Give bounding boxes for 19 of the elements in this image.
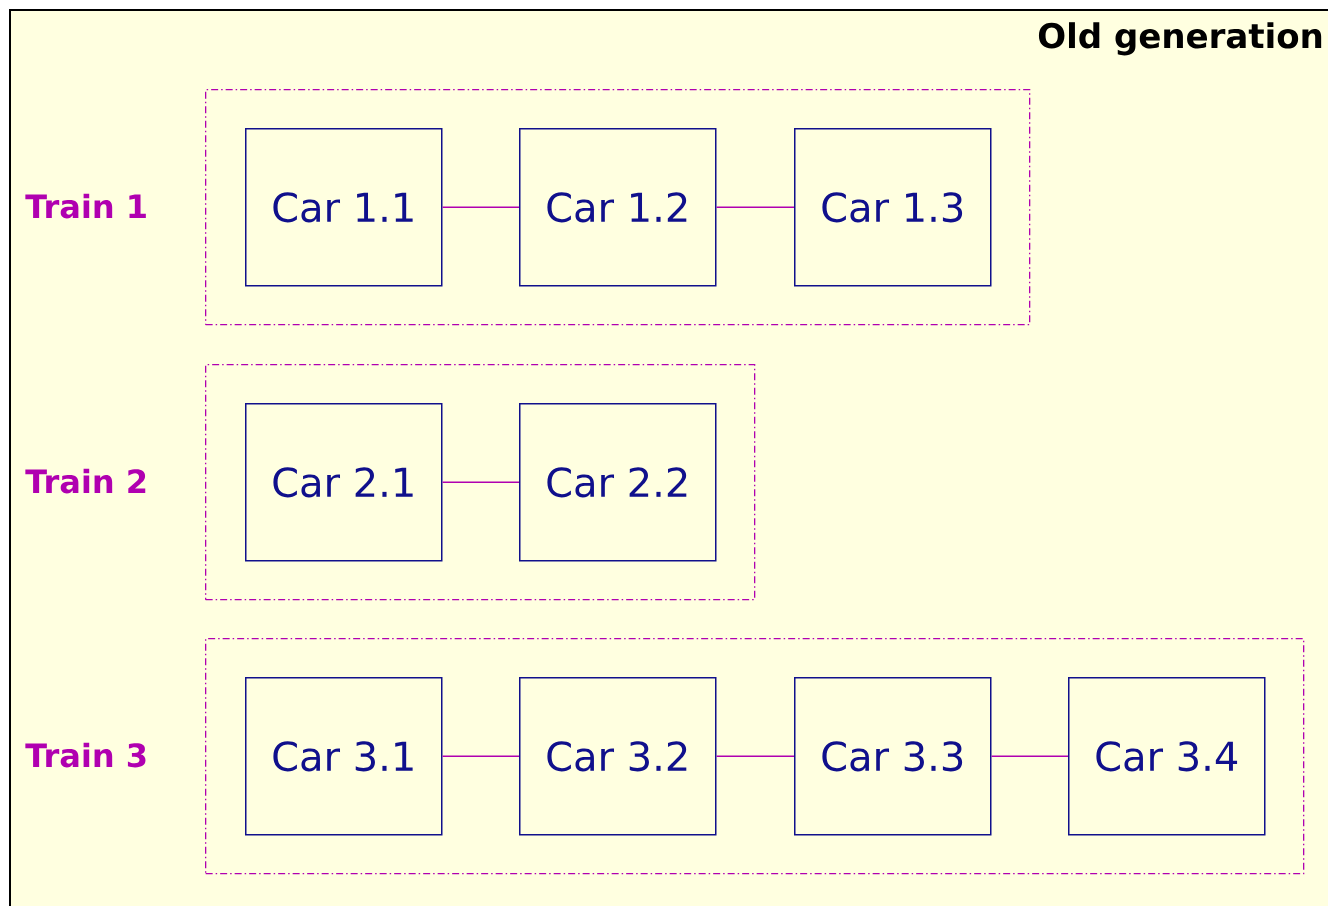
car-box: Car 3.2 bbox=[519, 677, 717, 836]
connector-line bbox=[441, 481, 520, 483]
car-box: Car 3.4 bbox=[1068, 677, 1266, 836]
connector-line bbox=[715, 755, 795, 757]
connector-line bbox=[715, 206, 795, 208]
car-box: Car 2.2 bbox=[519, 403, 717, 562]
car-box: Car 3.1 bbox=[245, 677, 443, 836]
car-box: Car 1.2 bbox=[519, 128, 717, 287]
connector-line bbox=[441, 206, 520, 208]
car-box: Car 3.3 bbox=[794, 677, 992, 836]
car-box: Car 1.3 bbox=[794, 128, 992, 287]
car-box: Car 2.1 bbox=[245, 403, 443, 562]
connector-line bbox=[441, 755, 520, 757]
train-label: Train 3 bbox=[25, 742, 146, 768]
connector-line bbox=[990, 755, 1069, 757]
train-label: Train 2 bbox=[25, 468, 146, 494]
car-box: Car 1.1 bbox=[245, 128, 443, 287]
train-label: Train 1 bbox=[25, 193, 146, 219]
heading: Old generation bbox=[1038, 22, 1322, 56]
